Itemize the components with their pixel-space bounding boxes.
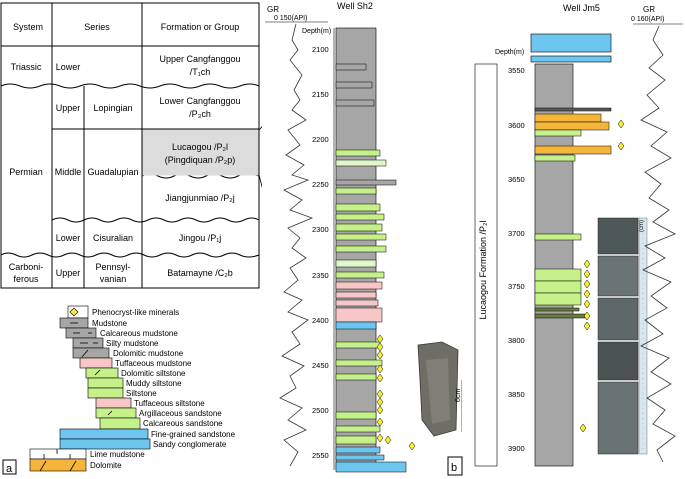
series-upper: Upper bbox=[56, 103, 81, 113]
legend-item-calcareous-sandstone: Calcareous sandstone bbox=[143, 419, 223, 428]
sh2-depth-2400: 2400 bbox=[312, 316, 329, 325]
legend-item-calcareous-mudstone: Calcareous mudstone bbox=[100, 329, 178, 338]
stage-pennsylvanian: Pennsyl- bbox=[95, 262, 130, 272]
jm5-depth-3850: 3850 bbox=[508, 390, 525, 399]
legend-item-tuffaceous-siltstone: Tuffaceous siltstone bbox=[134, 399, 205, 408]
well-sh2-log: GR 0 150(API) Well Sh2 Depth(m) 2100 215… bbox=[265, 1, 462, 473]
series-upper-carb: Upper bbox=[56, 268, 81, 278]
stage-lopingian: Lopingian bbox=[93, 103, 132, 113]
legend-item-argillaceous-sandstone: Argillaceous sandstone bbox=[139, 409, 222, 418]
formation-upper-cangfanggou: Upper Cangfanggou bbox=[159, 54, 240, 64]
header-series: Series bbox=[84, 22, 110, 32]
header-system: System bbox=[13, 22, 43, 32]
formation-batamayne: Batamayne /C₂b bbox=[167, 268, 233, 278]
formation-pingdiquan: (Pingdiquan /P₂p) bbox=[165, 155, 236, 165]
jm5-depth-3550: 3550 bbox=[508, 66, 525, 75]
jm5-depth-3650: 3650 bbox=[508, 175, 525, 184]
sh2-depth-2300: 2300 bbox=[312, 225, 329, 234]
formation-jiangjunmiao: Jiangjunmiao /P₂j bbox=[165, 193, 235, 203]
jm5-core-scale: (cm) bbox=[639, 220, 645, 232]
sh2-photo-scale: 6cm bbox=[455, 389, 462, 402]
formation-lower-cangfanggou: Lower Cangfanggou bbox=[159, 96, 240, 106]
jm5-depth-3600: 3600 bbox=[508, 121, 525, 130]
formation-jingou: Jingou /P₁j bbox=[179, 233, 222, 243]
stratigraphic-table: System Series Formation or Group Triassi… bbox=[0, 2, 262, 289]
jm5-gr-scale: 0 160(API) bbox=[631, 16, 664, 23]
jm5-depth-3800: 3800 bbox=[508, 336, 525, 345]
series-middle: Middle bbox=[55, 167, 82, 177]
well-jm5-log: b Well Jm5 GR 0 160(API) Depth(m) Lucaog… bbox=[447, 3, 683, 476]
legend: a Phenocryst-like minerals Mudstone Calc… bbox=[2, 305, 236, 475]
sh2-depth-2200: 2200 bbox=[312, 135, 329, 144]
formation-upper-cangfanggou-code: /T₁ch bbox=[190, 67, 211, 77]
legend-item-muddy-siltstone: Muddy siltstone bbox=[126, 379, 182, 388]
legend-item-siltstone: Siltstone bbox=[126, 389, 157, 398]
sh2-depth-2100: 2100 bbox=[312, 45, 329, 54]
sh2-depth-2500: 2500 bbox=[312, 406, 329, 415]
panel-label-b: b bbox=[451, 462, 457, 474]
sh2-depth-2450: 2450 bbox=[312, 361, 329, 370]
jm5-depth-3750: 3750 bbox=[508, 282, 525, 291]
system-carboniferous-2: ferous bbox=[13, 274, 39, 284]
sh2-gr-curve bbox=[279, 23, 314, 467]
jm5-formation-label: Lucaogou Formation /P₂l bbox=[478, 220, 488, 319]
legend-item-dolomitic-siltstone: Dolomitic siltstone bbox=[121, 369, 186, 378]
legend-item-mudstone: Mudstone bbox=[92, 319, 128, 328]
jm5-title: Well Jm5 bbox=[563, 3, 600, 13]
stage-pennsylvanian-2: vanian bbox=[100, 274, 127, 284]
sh2-gr-scale: 0 150(API) bbox=[274, 15, 307, 22]
legend-item-dolomitic-mudstone: Dolomitic mudstone bbox=[113, 349, 184, 358]
sh2-depth-2550: 2550 bbox=[312, 451, 329, 460]
system-carboniferous: Carboni- bbox=[9, 262, 44, 272]
sh2-phenocryst-markers bbox=[376, 334, 416, 451]
sh2-depth-label: Depth(m) bbox=[302, 28, 331, 35]
jm5-gr-label: GR bbox=[643, 5, 655, 14]
legend-item-phenocryst: Phenocryst-like minerals bbox=[92, 308, 179, 317]
stage-guadalupian: Guadalupian bbox=[87, 167, 138, 177]
sh2-depth-2250: 2250 bbox=[312, 180, 329, 189]
sh2-depth-2350: 2350 bbox=[312, 271, 329, 280]
series-lower-triassic: Lower bbox=[56, 62, 81, 72]
legend-item-fine-sandstone: Fine-grained sandstone bbox=[151, 430, 236, 439]
jm5-depth-3700: 3700 bbox=[508, 229, 525, 238]
jm5-depth-3900: 3900 bbox=[508, 444, 525, 453]
legend-item-lime-mudstone: Lime mudstone bbox=[90, 450, 145, 459]
header-formation: Formation or Group bbox=[161, 22, 240, 32]
phenocryst-icon bbox=[69, 307, 79, 317]
legend-item-sandy-conglomerate: Sandy conglomerate bbox=[153, 440, 227, 449]
jm5-gr-curve bbox=[640, 25, 676, 463]
formation-lucaogou: Lucaogou /P₂l bbox=[172, 142, 228, 152]
jm5-depth-label: Depth(m) bbox=[495, 49, 524, 56]
system-permian: Permian bbox=[9, 167, 43, 177]
system-triassic: Triassic bbox=[11, 62, 42, 72]
sh2-title: Well Sh2 bbox=[337, 1, 373, 11]
jm5-phenocryst-markers bbox=[579, 119, 625, 433]
panel-label-a: a bbox=[6, 463, 13, 475]
formation-lower-cangfanggou-code: /P₃ch bbox=[189, 109, 211, 119]
legend-item-dolomite: Dolomite bbox=[90, 461, 122, 470]
legend-item-silty-mudstone: Silty mudstone bbox=[106, 339, 159, 348]
legend-item-tuffaceous-mudstone: Tuffaceous mudstone bbox=[115, 359, 192, 368]
jm5-core-photo bbox=[597, 217, 648, 455]
sh2-depth-2150: 2150 bbox=[312, 90, 329, 99]
sh2-gr-label: GR bbox=[267, 5, 279, 14]
series-lower: Lower bbox=[56, 233, 81, 243]
stage-cisuralian: Cisuralian bbox=[93, 233, 133, 243]
